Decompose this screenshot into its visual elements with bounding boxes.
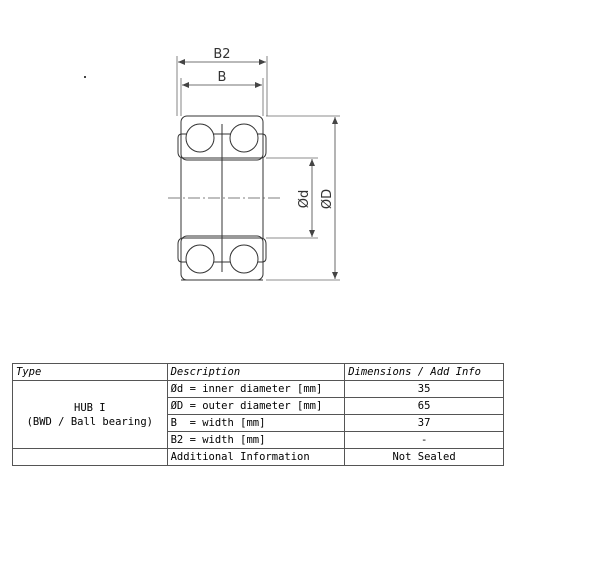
label-b2: B2 [213,47,230,62]
type-line-1: HUB I [74,401,106,414]
type-line-2: (BWD / Ball bearing) [26,415,154,428]
header-type: Type [12,363,168,381]
table-row: Additional Information Not Sealed [12,448,504,466]
row-description: B2 = width [mm] [166,431,346,449]
row-description: ØD = outer diameter [mm] [166,397,346,415]
row-value: 65 [344,397,504,415]
row-description: Ød = inner diameter [mm] [166,380,346,398]
extension-lines [176,56,340,281]
balls [185,123,259,274]
row-description: Additional Information [166,448,346,466]
label-d-inner: Ød [297,190,312,208]
table-row: HUB I (BWD / Ball bearing) Ød = inner di… [12,380,504,449]
row-value: Not Sealed [344,448,504,466]
stray-dot [84,76,86,78]
type-cell: HUB I (BWD / Ball bearing) [12,380,168,449]
label-d-outer: ØD [320,189,335,209]
ball-bottom-left [185,244,215,274]
row-value: 35 [344,380,504,398]
ball-top-left [185,123,215,153]
ball-bottom-right [229,244,259,274]
spec-table: Type Description Dimensions / Add Info H… [12,363,504,466]
label-b: B [218,70,227,85]
header-description: Description [166,363,346,381]
type-empty-cell [12,448,168,466]
dimension-lines [178,59,338,279]
header-dimensions: Dimensions / Add Info [344,363,504,381]
row-value: 37 [344,414,504,432]
table-header-row: Type Description Dimensions / Add Info [12,363,504,381]
row-value: - [344,431,504,449]
ball-top-right [229,123,259,153]
bearing-drawing: B2 B Ød ØD [168,47,340,281]
row-description: B = width [mm] [166,414,346,432]
